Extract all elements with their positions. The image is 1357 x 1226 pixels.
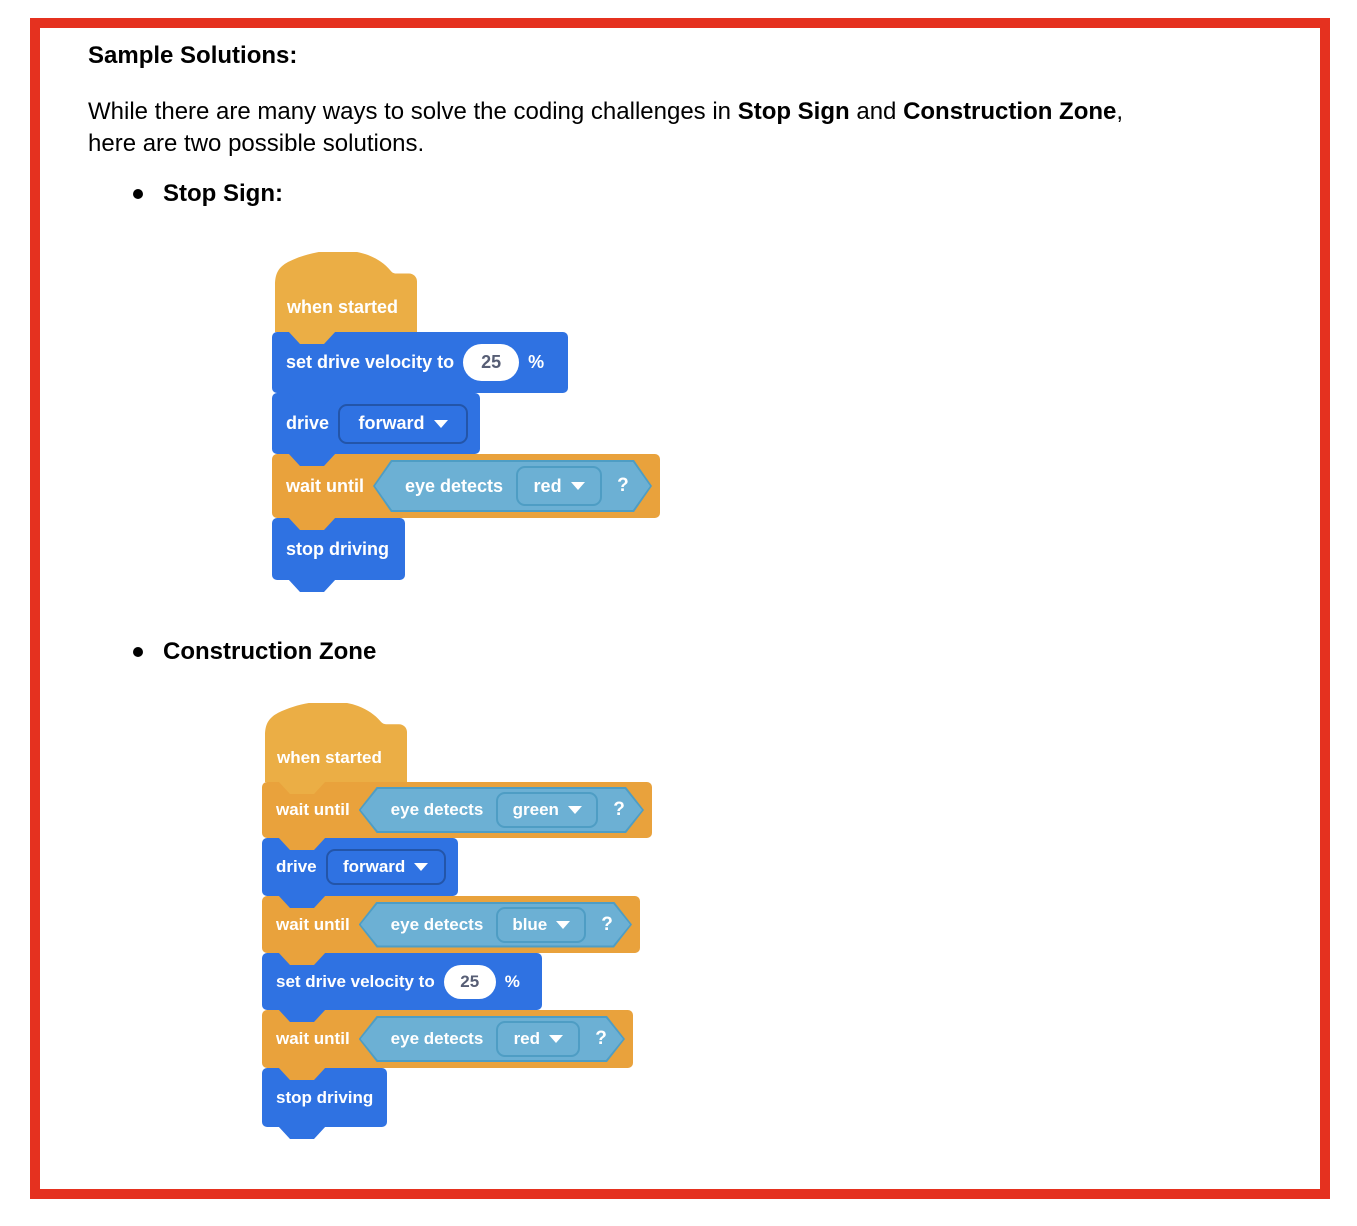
- stop-driving-block: stop driving: [262, 1068, 387, 1127]
- bullet-label: Stop Sign:: [163, 180, 283, 207]
- intro-text: While there are many ways to solve the c…: [88, 98, 738, 125]
- dropdown-caret-icon: [556, 921, 570, 929]
- section-heading: Sample Solutions:: [88, 42, 298, 69]
- bullet-item-construction-zone: Construction Zone: [133, 638, 376, 666]
- challenge-name-construction-zone: Construction Zone: [903, 98, 1117, 125]
- stop-driving-label: stop driving: [286, 538, 389, 559]
- velocity-value-field: 25: [443, 964, 496, 999]
- eye-detects-label: eye detects: [405, 475, 504, 496]
- eye-detects-condition: eye detects red?: [361, 1018, 623, 1060]
- wait-until-label: wait until: [276, 800, 350, 819]
- stop-driving-block: stop driving: [272, 518, 405, 580]
- challenge-name-stop-sign: Stop Sign: [737, 98, 850, 125]
- intro-text: ,: [1116, 98, 1124, 125]
- dropdown-value: red: [513, 1029, 541, 1048]
- condition-hex-border: eye detects green?: [359, 787, 644, 833]
- percent-label: %: [504, 971, 520, 991]
- condition-hex-border: eye detects red?: [373, 460, 652, 512]
- dropdown-value: green: [512, 800, 559, 819]
- dropdown-value: forward: [342, 857, 406, 876]
- question-mark-label: ?: [617, 475, 629, 496]
- wait-until-block: wait until eye detects red?: [272, 454, 660, 518]
- drive-label: drive: [276, 857, 317, 876]
- wait-until-label: wait until: [286, 475, 364, 496]
- set-drive-velocity-to-label: set drive velocity to: [286, 352, 455, 372]
- dropdown-caret-icon: [571, 482, 585, 490]
- dropdown-value: blue: [512, 914, 548, 934]
- wait-until-block: wait until eye detects green?: [262, 782, 652, 838]
- set-drive-velocity-to-label: set drive velocity to: [276, 971, 435, 991]
- hat-dome-shape: [265, 703, 407, 782]
- stop-driving-label: stop driving: [276, 1087, 374, 1107]
- set-drive-velocity-to-block: set drive velocity to 25%: [272, 332, 568, 393]
- red-dropdown: red: [496, 1021, 580, 1057]
- question-mark-label: ?: [613, 799, 625, 820]
- intro-paragraph: While there are many ways to solve the c…: [88, 96, 1123, 160]
- condition-hex-border: eye detects blue?: [359, 902, 632, 948]
- eye-detects-condition: eye detects red?: [375, 462, 650, 510]
- eye-detects-label: eye detects: [390, 1029, 484, 1048]
- bullet-icon: [133, 647, 143, 657]
- when-started-label: when started: [277, 748, 382, 767]
- blue-dropdown: blue: [496, 907, 586, 943]
- eye-detects-condition: eye detects blue?: [361, 904, 630, 946]
- dropdown-caret-icon: [568, 806, 582, 814]
- wait-until-block: wait until eye detects blue?: [262, 896, 640, 953]
- eye-detects-condition: eye detects green?: [361, 789, 642, 831]
- wait-until-label: wait until: [276, 1029, 350, 1048]
- when-started-block: when started: [262, 703, 407, 782]
- forward-dropdown: forward: [325, 849, 446, 885]
- velocity-value-field: 25: [463, 344, 520, 381]
- dropdown-caret-icon: [414, 863, 429, 871]
- intro-text-line2: here are two possible solutions.: [88, 130, 425, 157]
- bullet-label: Construction Zone: [163, 638, 377, 665]
- bullet-item-stop-sign: Stop Sign:: [133, 180, 283, 208]
- dropdown-caret-icon: [549, 1035, 563, 1043]
- question-mark-label: ?: [595, 1028, 607, 1049]
- dropdown-caret-icon: [433, 419, 448, 428]
- when-started-label: when started: [287, 297, 399, 317]
- eye-detects-label: eye detects: [390, 914, 484, 934]
- condition-hex-border: eye detects red?: [359, 1016, 625, 1062]
- drive-label: drive: [286, 413, 330, 433]
- wait-until-label: wait until: [276, 914, 350, 934]
- hat-dome-shape: [275, 252, 417, 332]
- question-mark-label: ?: [601, 913, 613, 935]
- percent-label: %: [528, 352, 545, 372]
- bullet-icon: [133, 189, 143, 199]
- eye-detects-label: eye detects: [390, 800, 484, 819]
- red-annotation-border: [30, 18, 1330, 1199]
- wait-until-block: wait until eye detects red?: [262, 1010, 633, 1068]
- when-started-block: when started: [272, 252, 417, 332]
- green-dropdown: green: [496, 792, 598, 828]
- dropdown-value: forward: [358, 413, 425, 433]
- intro-text: and: [849, 98, 904, 125]
- dropdown-value: red: [533, 475, 562, 496]
- red-dropdown: red: [516, 466, 602, 506]
- forward-dropdown: forward: [338, 403, 469, 444]
